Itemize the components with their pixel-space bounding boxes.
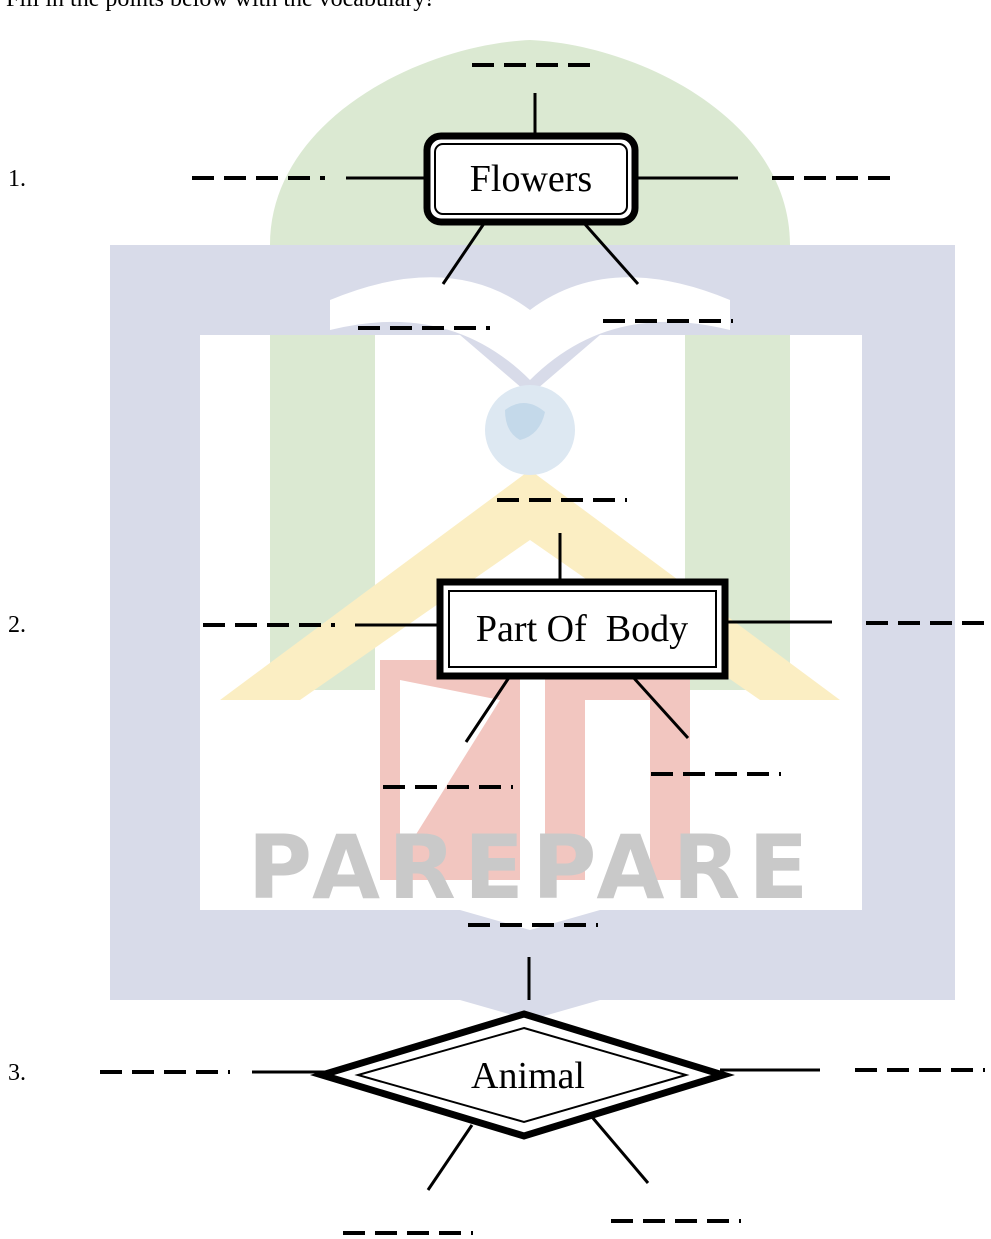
body-node-outer	[436, 578, 729, 680]
body-node-label: Part Of Body	[476, 608, 688, 650]
watermark-blue-frame	[110, 245, 955, 1020]
connector-bottom-right	[590, 1116, 650, 1184]
watermark-green-dome	[270, 40, 790, 690]
animal-node-label: Animal	[471, 1055, 585, 1097]
item-number: 2.	[8, 612, 26, 638]
flowers-node-outer	[423, 132, 639, 226]
item-number: 3.	[8, 1060, 26, 1086]
item-number: 1.	[8, 166, 26, 192]
diagram-body-parts: Part Of Body	[203, 498, 990, 789]
instruction-text: Fill in the points below with the vocabu…	[6, 0, 433, 13]
diagram-flowers: Flowers	[192, 63, 900, 330]
watermark-book-curve	[330, 277, 730, 380]
diagram-animal: Animal	[100, 923, 985, 1235]
body-node-inner	[448, 590, 717, 668]
connector-bottom-left	[441, 221, 487, 285]
connector-bottom-right	[581, 221, 640, 285]
connector-bottom-left	[464, 675, 512, 743]
watermark-red-mark	[380, 660, 690, 880]
animal-node-inner	[354, 1026, 690, 1124]
flowers-node-inner	[434, 143, 628, 215]
watermark-text: PAREPARE	[248, 816, 817, 919]
connector-bottom-left	[426, 1124, 474, 1191]
connector-bottom-right	[630, 674, 690, 740]
flowers-node-label: Flowers	[470, 158, 592, 200]
animal-node-outer	[309, 1010, 735, 1140]
